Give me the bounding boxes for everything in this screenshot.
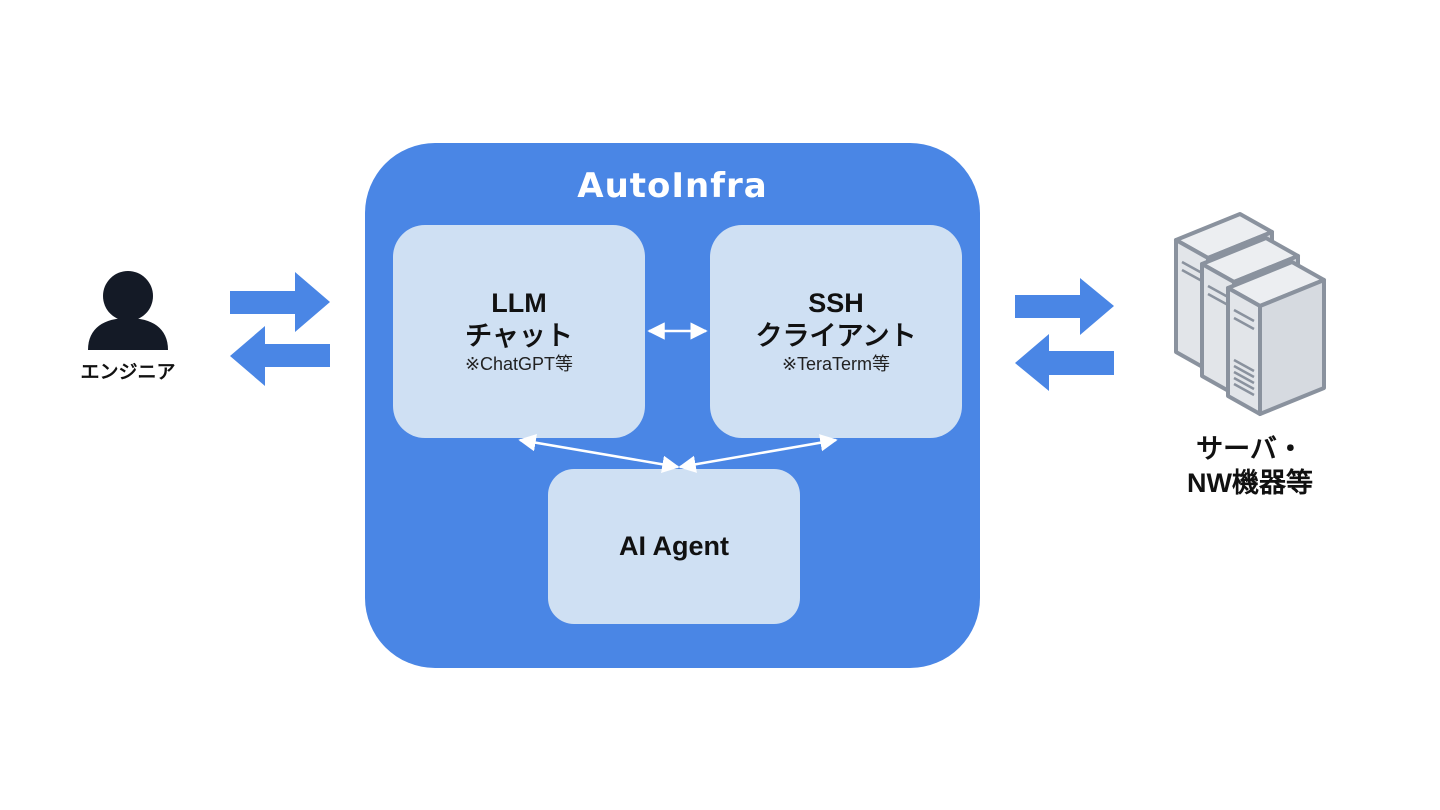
engineer-to-autoinfra-arrow xyxy=(230,272,330,332)
server-label: サーバ・ NW機器等 xyxy=(1140,432,1360,500)
ssh-client-box xyxy=(710,225,962,438)
ssh-subtitle: クライアント xyxy=(755,321,917,351)
ssh-client-label: SSH クライアント ※TeraTerm等 xyxy=(710,287,962,375)
autoinfra-to-server-arrow xyxy=(1015,278,1114,335)
llm-note: ※ChatGPT等 xyxy=(464,354,574,374)
engineer-label: エンジニア xyxy=(80,362,176,383)
llm-chat-box xyxy=(393,225,645,438)
ai-agent-title: AI Agent xyxy=(619,531,729,561)
server-rack-details xyxy=(1181,260,1255,397)
server-label-line2: NW機器等 xyxy=(1187,468,1313,498)
server-to-autoinfra-arrow xyxy=(1015,334,1114,391)
person-icon xyxy=(88,271,168,350)
server-label-line1: サーバ・ xyxy=(1196,434,1304,464)
llm-subtitle: チャット xyxy=(465,321,573,351)
llm-agent-connector xyxy=(518,434,680,473)
llm-chat-label: LLM チャット ※ChatGPT等 xyxy=(393,287,645,375)
ssh-title: SSH xyxy=(808,288,864,318)
server-rack-icon xyxy=(1174,212,1326,416)
llm-title: LLM xyxy=(491,288,547,318)
ssh-note: ※TeraTerm等 xyxy=(781,354,891,374)
ssh-agent-connector xyxy=(678,434,838,473)
ai-agent-box xyxy=(548,469,800,624)
container-title: AutoInfra xyxy=(577,166,768,206)
ai-agent-label: AI Agent xyxy=(548,530,800,563)
autoinfra-to-engineer-arrow xyxy=(230,326,330,386)
